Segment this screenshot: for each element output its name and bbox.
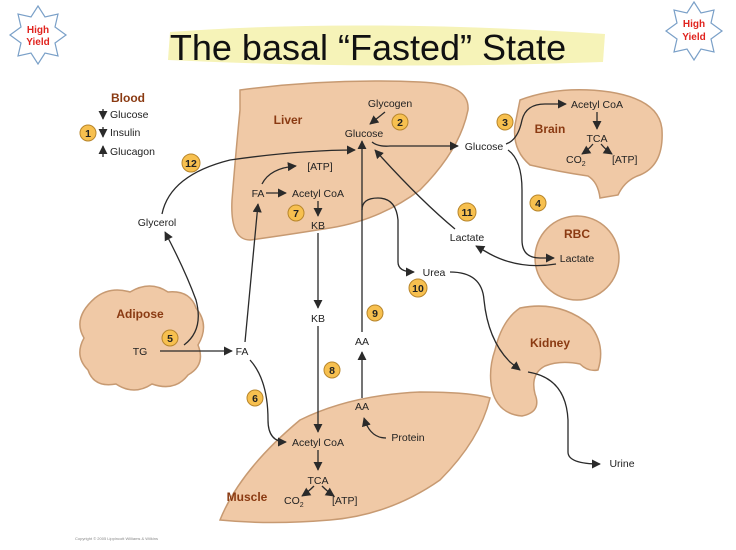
step-marker-8: 8 [323, 361, 341, 379]
svg-text:3: 3 [502, 117, 508, 129]
pathway-arrows [160, 99, 613, 497]
label-acetyl-coa-liver: Acetyl CoA [292, 188, 344, 200]
label-urea: Urea [423, 267, 446, 279]
label-aa-blood: AA [355, 336, 369, 348]
label-atp-brain: [ATP] [612, 154, 638, 166]
label-glycogen: Glycogen [368, 98, 413, 110]
svg-text:2: 2 [397, 117, 403, 129]
svg-text:High: High [27, 25, 49, 36]
label-aa-muscle: AA [355, 401, 369, 413]
svg-text:9: 9 [372, 308, 378, 320]
metabolite-labels: Glycogen Glucose [ATP] FA Acetyl CoA KB … [133, 98, 638, 509]
blood-item-insulin: Insulin [110, 127, 141, 139]
label-fa-liver: FA [252, 188, 265, 200]
label-tg: TG [133, 346, 148, 358]
blood-item-glucose: Glucose [110, 109, 149, 121]
organ-label-muscle: Muscle [227, 490, 268, 504]
label-co2-muscle: CO2 [284, 495, 304, 509]
label-acetyl-coa-brain: Acetyl CoA [571, 99, 623, 111]
page-title: The basal “Fasted” State [170, 27, 566, 68]
step-marker-10: 10 [408, 278, 428, 298]
step-marker-2: 2 [391, 113, 409, 131]
step-marker-1: 1 [79, 124, 97, 142]
svg-text:High: High [683, 19, 705, 30]
title-highlight [168, 25, 605, 66]
label-acetyl-coa-muscle: Acetyl CoA [292, 437, 344, 449]
label-kb-blood: KB [311, 313, 325, 325]
step-marker-5: 5 [161, 329, 179, 347]
blood-legend: Blood Glucose Insulin Glucagon [98, 91, 155, 158]
organ-label-liver: Liver [274, 113, 303, 127]
organ-label-brain: Brain [535, 122, 566, 136]
step-marker-4: 4 [529, 194, 547, 212]
blood-heading: Blood [111, 91, 145, 105]
label-glucose-blood: Glucose [465, 141, 504, 153]
label-protein: Protein [391, 432, 424, 444]
step-marker-7: 7 [287, 204, 305, 222]
label-lactate-blood: Lactate [450, 232, 485, 244]
svg-text:5: 5 [167, 333, 173, 345]
brain-shape [513, 89, 663, 199]
label-glucose-liver: Glucose [345, 128, 384, 140]
svg-text:7: 7 [293, 208, 299, 220]
step-marker-9: 9 [366, 304, 384, 322]
label-co2-brain: CO2 [566, 154, 586, 168]
organ-label-rbc: RBC [564, 227, 590, 241]
kidney-shape [489, 305, 602, 417]
label-atp-liver: [ATP] [307, 161, 333, 173]
svg-text:11: 11 [461, 207, 472, 219]
label-glycerol: Glycerol [138, 217, 177, 229]
adipose-shape [79, 285, 205, 391]
svg-text:8: 8 [329, 365, 335, 377]
high-yield-badge-left: High Yield [8, 4, 68, 66]
svg-text:Yield: Yield [682, 32, 706, 43]
organ-label-kidney: Kidney [530, 336, 570, 350]
step-marker-12: 12 [181, 153, 201, 173]
label-atp-muscle: [ATP] [332, 495, 358, 507]
svg-text:6: 6 [252, 393, 258, 405]
svg-text:10: 10 [412, 283, 424, 295]
label-fa-blood: FA [236, 346, 249, 358]
step-marker-11: 11 [457, 202, 477, 222]
blood-item-glucagon: Glucagon [110, 146, 155, 158]
svg-text:1: 1 [85, 128, 91, 140]
svg-text:4: 4 [535, 198, 541, 210]
label-kb-liver: KB [311, 220, 325, 232]
step-marker-6: 6 [246, 389, 264, 407]
muscle-shape [218, 391, 491, 524]
label-tca-muscle: TCA [308, 475, 329, 487]
svg-text:Yield: Yield [26, 37, 50, 48]
copyright-note: Copyright © 2005 Lippincott Williams & W… [75, 536, 158, 541]
high-yield-badge-right: High Yield [664, 0, 724, 62]
label-urine: Urine [609, 458, 634, 470]
svg-text:12: 12 [185, 158, 197, 170]
organ-label-adipose: Adipose [116, 307, 164, 321]
label-tca-brain: TCA [587, 133, 608, 145]
step-markers: 1 2 3 4 5 6 7 8 9 10 11 12 [79, 113, 547, 407]
label-lactate-rbc: Lactate [560, 253, 595, 265]
liver-shape [231, 80, 469, 241]
step-marker-3: 3 [496, 113, 514, 131]
